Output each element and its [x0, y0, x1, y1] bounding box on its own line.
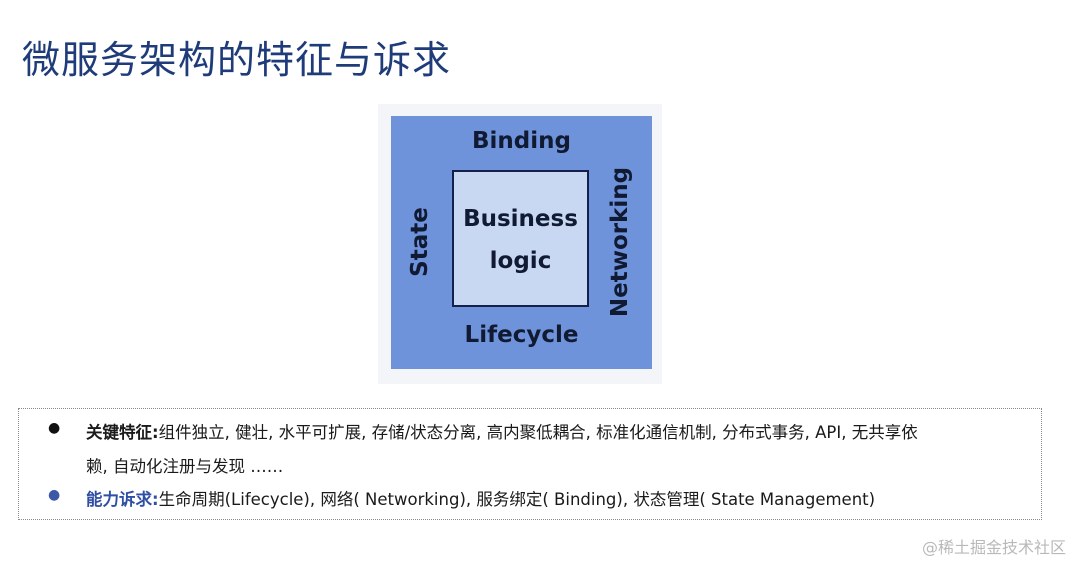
- bullet-dot-2: ●: [48, 487, 61, 503]
- inner-square: [452, 170, 589, 307]
- bullet-text-1b: 赖, 自动化注册与发现 ……: [86, 457, 284, 476]
- bullet-text-2: 生命周期(Lifecycle), 网络( Networking), 服务绑定( …: [158, 490, 876, 509]
- bullet-line-1b: 赖, 自动化注册与发现 ……: [86, 453, 283, 477]
- watermark: @稀土掘金技术社区: [921, 538, 1066, 557]
- bullet-line-2: 能力诉求:生命周期(Lifecycle), 网络( Networking), 服…: [86, 486, 875, 510]
- label-networking: Networking: [607, 166, 633, 318]
- label-state: State: [407, 207, 433, 277]
- bullet-text-1a: 组件独立, 健壮, 水平可扩展, 存储/状态分离, 高内聚低耦合, 标准化通信机…: [158, 423, 918, 442]
- bullet-label-capability: 能力诉求:: [86, 490, 159, 509]
- center-line-1: Business: [463, 206, 578, 232]
- label-lifecycle: Lifecycle: [464, 322, 579, 348]
- bullet-line-1: 关键特征:组件独立, 健壮, 水平可扩展, 存储/状态分离, 高内聚低耦合, 标…: [86, 419, 918, 443]
- center-line-2: logic: [489, 248, 552, 274]
- bullet-dot-1: ●: [48, 420, 61, 436]
- bullet-label-key-features: 关键特征:: [86, 423, 159, 442]
- label-binding: Binding: [472, 128, 571, 154]
- bullet-box: [18, 408, 1042, 520]
- center-label: Business logic: [452, 198, 589, 282]
- page-title: 微服务架构的特征与诉求: [22, 38, 452, 82]
